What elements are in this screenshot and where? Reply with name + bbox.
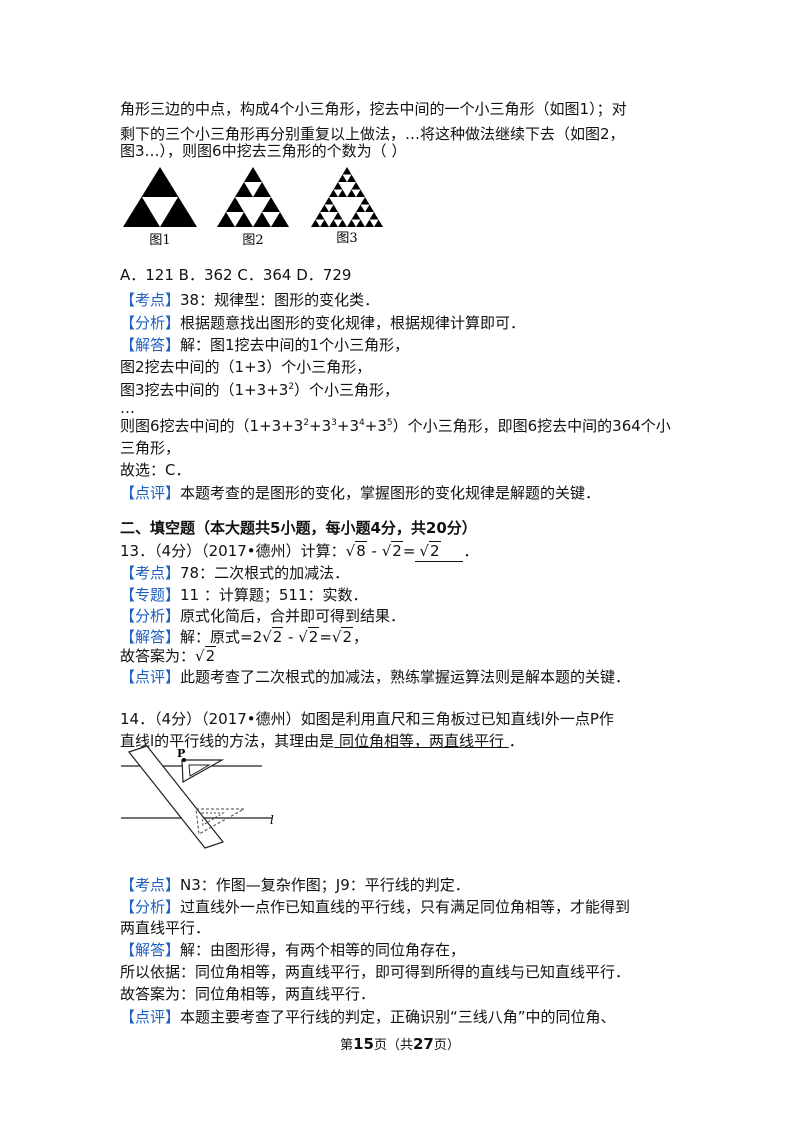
page-footer: 第15页（共27页） xyxy=(340,1035,460,1053)
line-l-label: l xyxy=(270,813,274,827)
q14-stem-line-2: 直线l的平行线的方法，其理由是 同位角相等，两直线平行 ． xyxy=(120,732,524,750)
q12-conclusion-cont: 三角形， xyxy=(120,439,181,457)
section-title: 二、填空题（本大题共5小题，每小题4分，共20分） xyxy=(120,519,477,537)
q13-stem: 13．（4分）（2017•德州）计算：√8 - √2=√2． xyxy=(120,541,479,562)
q12-jieda-line-2: 图2挖去中间的（1+3）个小三角形， xyxy=(120,358,372,376)
ruler-triangle-diagram: P l xyxy=(121,745,274,849)
q13-jieda: 【解答】解：原式=2√2 - √2=√2， xyxy=(120,627,369,646)
sqrt-2: √2 xyxy=(381,541,403,560)
figure-2-label: 图2 xyxy=(242,233,263,248)
q12-jieda: 【解答】解：图1挖去中间的1个小三角形， xyxy=(120,336,410,354)
answer-blank: 同位角相等，两直线平行 xyxy=(334,732,509,750)
jieda-tag: 【解答】 xyxy=(120,941,181,959)
point-p-label: P xyxy=(177,747,185,760)
q12-conclusion: 则图6挖去中间的（1+3+32+33+34+35）个小三角形，即图6挖去中间的3… xyxy=(120,417,671,435)
q14-fenxi: 【分析】过直线外一点作已知直线的平行线，只有满足同位角相等，才能得到 xyxy=(120,898,631,916)
sqrt-8: √8 xyxy=(345,541,367,560)
dianping-tag: 【点评】 xyxy=(120,668,181,686)
q12-ellipsis: … xyxy=(120,399,135,417)
q14-answer: 故答案为：同位角相等，两直线平行． xyxy=(120,985,376,1003)
q14-jieda-line-2: 所以依据：同位角相等，两直线平行，即可得到所得的直线与已知直线平行． xyxy=(120,963,631,981)
q13-kaodian: 【考点】78：二次根式的加减法． xyxy=(120,564,350,582)
q14-stem-line-1: 14．（4分）（2017•德州）如图是利用直尺和三角板过已知直线l外一点P作 xyxy=(120,710,614,728)
kaodian-tag: 【考点】 xyxy=(120,876,181,894)
intro-line-2: 剩下的三个小三角形再分别重复以上做法，…将这种做法继续下去（如图2， xyxy=(120,125,625,143)
page-number: 15 xyxy=(353,1035,374,1053)
fenxi-tag: 【分析】 xyxy=(120,314,181,332)
q12-choice: 故选：C． xyxy=(120,461,191,479)
q14-dianping: 【点评】本题主要考查了平行线的判定，正确识别“三线八角”中的同位角、 xyxy=(120,1008,616,1026)
kaodian-tag: 【考点】 xyxy=(120,291,181,309)
figure-1-label: 图1 xyxy=(149,233,170,248)
intro-line-3: 图3…），则图6中挖去三角形的个数为（ ） xyxy=(120,142,407,160)
figure-1 xyxy=(123,167,197,227)
q12-dianping: 【点评】本题考查的是图形的变化，掌握图形的变化规律是解题的关键． xyxy=(120,484,601,502)
zhuanti-tag: 【专题】 xyxy=(120,586,181,604)
q13-fenxi: 【分析】原式化简后，合并即可得到结果． xyxy=(120,607,406,625)
dianping-tag: 【点评】 xyxy=(120,1008,181,1026)
fenxi-tag: 【分析】 xyxy=(120,898,181,916)
dianping-tag: 【点评】 xyxy=(120,484,181,502)
q13-answer: 故答案为：√2 xyxy=(120,646,217,665)
q14-kaodian: 【考点】N3：作图—复杂作图；J9：平行线的判定． xyxy=(120,876,470,894)
q14-fenxi-cont: 两直线平行． xyxy=(120,919,211,937)
page-total: 27 xyxy=(413,1035,434,1053)
sierpinski-figures: 图1 图2 图3 xyxy=(123,167,383,248)
q13-dianping: 【点评】此题考查了二次根式的加减法，熟练掌握运算法则是解本题的关键． xyxy=(120,668,631,686)
jieda-tag: 【解答】 xyxy=(120,628,181,646)
q12-jieda-line-3: 图3挖去中间的（1+3+32）个小三角形， xyxy=(120,381,400,399)
fenxi-tag: 【分析】 xyxy=(120,607,181,625)
answer-options: A．121 B．362 C．364 D．729 xyxy=(120,266,352,284)
answer-blank: √2 xyxy=(415,541,464,562)
figure-2 xyxy=(217,167,289,227)
figure-3-label: 图3 xyxy=(336,231,357,246)
intro-line-1: 角形三边的中点，构成4个小三角形，挖去中间的一个小三角形（如图1）；对 xyxy=(120,100,627,118)
q14-jieda: 【解答】解：由图形得，有两个相等的同位角存在， xyxy=(120,941,466,959)
q13-zhuanti: 【专题】11 ：计算题；511：实数． xyxy=(120,586,368,604)
q12-kaodian: 【考点】38：规律型：图形的变化类． xyxy=(120,291,380,309)
kaodian-tag: 【考点】 xyxy=(120,564,181,582)
figure-3 xyxy=(311,167,383,227)
jieda-tag: 【解答】 xyxy=(120,336,181,354)
q12-fenxi: 【分析】根据题意找出图形的变化规律，根据规律计算即可． xyxy=(120,314,526,332)
